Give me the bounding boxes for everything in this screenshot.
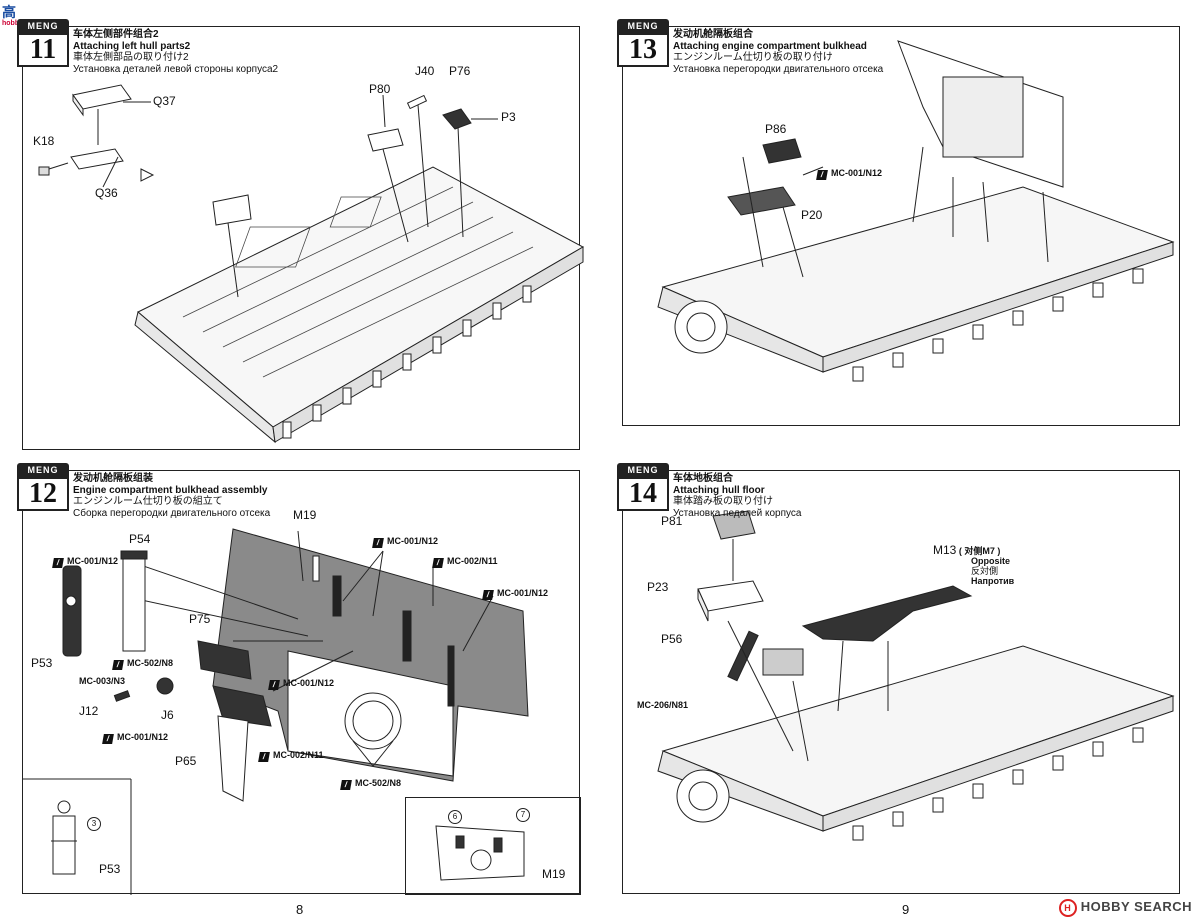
left-page: 高 hobby.com: [2, 4, 585, 917]
brand-logo: MENG: [617, 19, 669, 33]
title-cn: 车体地板组合: [673, 473, 733, 484]
paint-code: /MC-001/N12: [268, 677, 334, 690]
part-label-m19-inset: M19: [542, 867, 566, 881]
step-13-panel: MENG 13 发动机舱隔板组合 Attaching engine compar…: [617, 19, 1180, 426]
paint-code: /MC-502/N8: [340, 777, 401, 790]
title-en: Attaching engine compartment bulkhead: [673, 40, 867, 52]
paint-code: /MC-002/N11: [258, 749, 324, 762]
title-jp: 車体左側部品の取り付け2: [73, 52, 189, 63]
title-ru: Установка педалей корпуса: [673, 507, 802, 519]
paint-code: /MC-001/N12: [482, 587, 548, 600]
m13-note-ru: Напротив: [971, 576, 1015, 586]
part-label-p81: P81: [661, 514, 683, 528]
part-label-p56: P56: [661, 632, 683, 646]
title-en: Engine compartment bulkhead assembly: [73, 484, 268, 496]
part-label-m13: M13: [933, 543, 957, 557]
title-ru: Установка деталей левой стороны корпуса2: [73, 63, 279, 75]
title-cn: 车体左侧部件组合2: [73, 29, 159, 40]
paint-code: /MC-502/N8: [112, 657, 173, 670]
part-label-p65: P65: [175, 754, 197, 768]
title-ru: Сборка перегородки двигательного отсека: [73, 507, 271, 519]
step-11-drawing: [38, 84, 585, 444]
step-11-badge: MENG 11: [17, 19, 69, 67]
part-label-p75: P75: [189, 612, 211, 626]
part-label-p53: P53: [31, 656, 53, 670]
title-cn: 发动机舱隔板组装: [73, 473, 153, 484]
title-jp: エンジンルーム仕切り板の組立て: [73, 496, 223, 507]
step-14-badge: MENG 14: [617, 463, 669, 511]
step-number: 13: [617, 33, 669, 67]
m13-note-en: Opposite: [971, 556, 1011, 566]
brand-logo: MENG: [17, 463, 69, 477]
part-label-p76: P76: [449, 64, 471, 78]
m13-note-jp: 反対側: [971, 566, 999, 576]
step-number: 14: [617, 477, 669, 511]
paint-code: /MC-001/N12: [102, 731, 168, 744]
step-13-badge: MENG 13: [617, 19, 669, 67]
step-14-drawing: [657, 510, 1175, 841]
callout-7: 7: [516, 808, 530, 822]
brand-logo: MENG: [17, 19, 69, 33]
part-label-j12: J12: [79, 704, 99, 718]
part-label-j40: J40: [415, 64, 435, 78]
part-label-p54: P54: [129, 532, 151, 546]
step-14-panel: MENG 14 车体地板组合 Attaching hull floor 車体踏み…: [617, 463, 1180, 894]
title-en: Attaching left hull parts2: [73, 40, 191, 52]
paint-code: /MC-001/N12: [52, 555, 118, 568]
step-13-titles: 发动机舱隔板组合 Attaching engine compartment bu…: [673, 29, 883, 75]
inset-bulkhead-detail: 6 7 M19: [405, 797, 581, 895]
part-label-p86: P86: [765, 122, 787, 136]
hobby-search-logo-icon: H: [1058, 899, 1077, 917]
step-number: 12: [17, 477, 69, 511]
step-12-panel: MENG 12 发动机舱隔板组装 Engine compartment bulk…: [17, 463, 581, 895]
title-jp: エンジンルーム仕切り板の取り付け: [673, 52, 833, 63]
step-14-titles: 车体地板组合 Attaching hull floor 車体踏み板の取り付け У…: [673, 473, 801, 519]
page-number-right: 9: [902, 902, 910, 917]
title-jp: 車体踏み板の取り付け: [673, 496, 773, 507]
brand-logo: MENG: [617, 463, 669, 477]
part-label-j6: J6: [161, 708, 174, 722]
step-11-titles: 车体左侧部件组合2 Attaching left hull parts2 車体左…: [73, 29, 278, 75]
title-en: Attaching hull floor: [673, 484, 765, 496]
callout-3: 3: [87, 817, 101, 831]
step-12-titles: 发动机舱隔板组装 Engine compartment bulkhead ass…: [73, 473, 270, 519]
paint-code: MC-206/N81: [637, 700, 689, 710]
step-12-drawing: [23, 528, 529, 895]
inset-drawing: [435, 825, 525, 881]
paint-code: /MC-002/N11: [432, 555, 498, 568]
step-12-badge: MENG 12: [17, 463, 69, 511]
part-label-p3: P3: [501, 110, 516, 124]
paint-code: /MC-001/N12: [372, 535, 438, 548]
step-11-panel: MENG 11 车体左侧部件组合2 Attaching left hull pa…: [17, 19, 585, 450]
paint-code: MC-003/N3: [79, 676, 126, 686]
step-number: 11: [17, 33, 69, 67]
part-label-p23: P23: [647, 580, 669, 594]
part-label-q37: Q37: [153, 94, 176, 108]
part-label-p80: P80: [369, 82, 391, 96]
part-label-k18: K18: [33, 134, 55, 148]
page-number-left: 8: [296, 902, 304, 917]
part-label-p53-inset: P53: [99, 862, 121, 876]
paint-code: /MC-001/N12: [816, 167, 882, 180]
m13-note-cn: ( 对侧M7 ): [958, 546, 1001, 556]
step-13-drawing: [657, 40, 1175, 382]
m13-callout: M13 ( 对侧M7 ) Opposite 反対側 Напротив: [933, 543, 1015, 586]
right-page: MENG 13 发动机舱隔板组合 Attaching engine compar…: [600, 0, 1200, 921]
callout-6: 6: [448, 810, 462, 824]
part-label-p20: P20: [801, 208, 823, 222]
title-ru: Установка перегородки двигательного отсе…: [673, 63, 884, 75]
part-label-m19: M19: [293, 508, 317, 522]
part-label-q36: Q36: [95, 186, 118, 200]
title-cn: 发动机舱隔板组合: [673, 29, 753, 40]
